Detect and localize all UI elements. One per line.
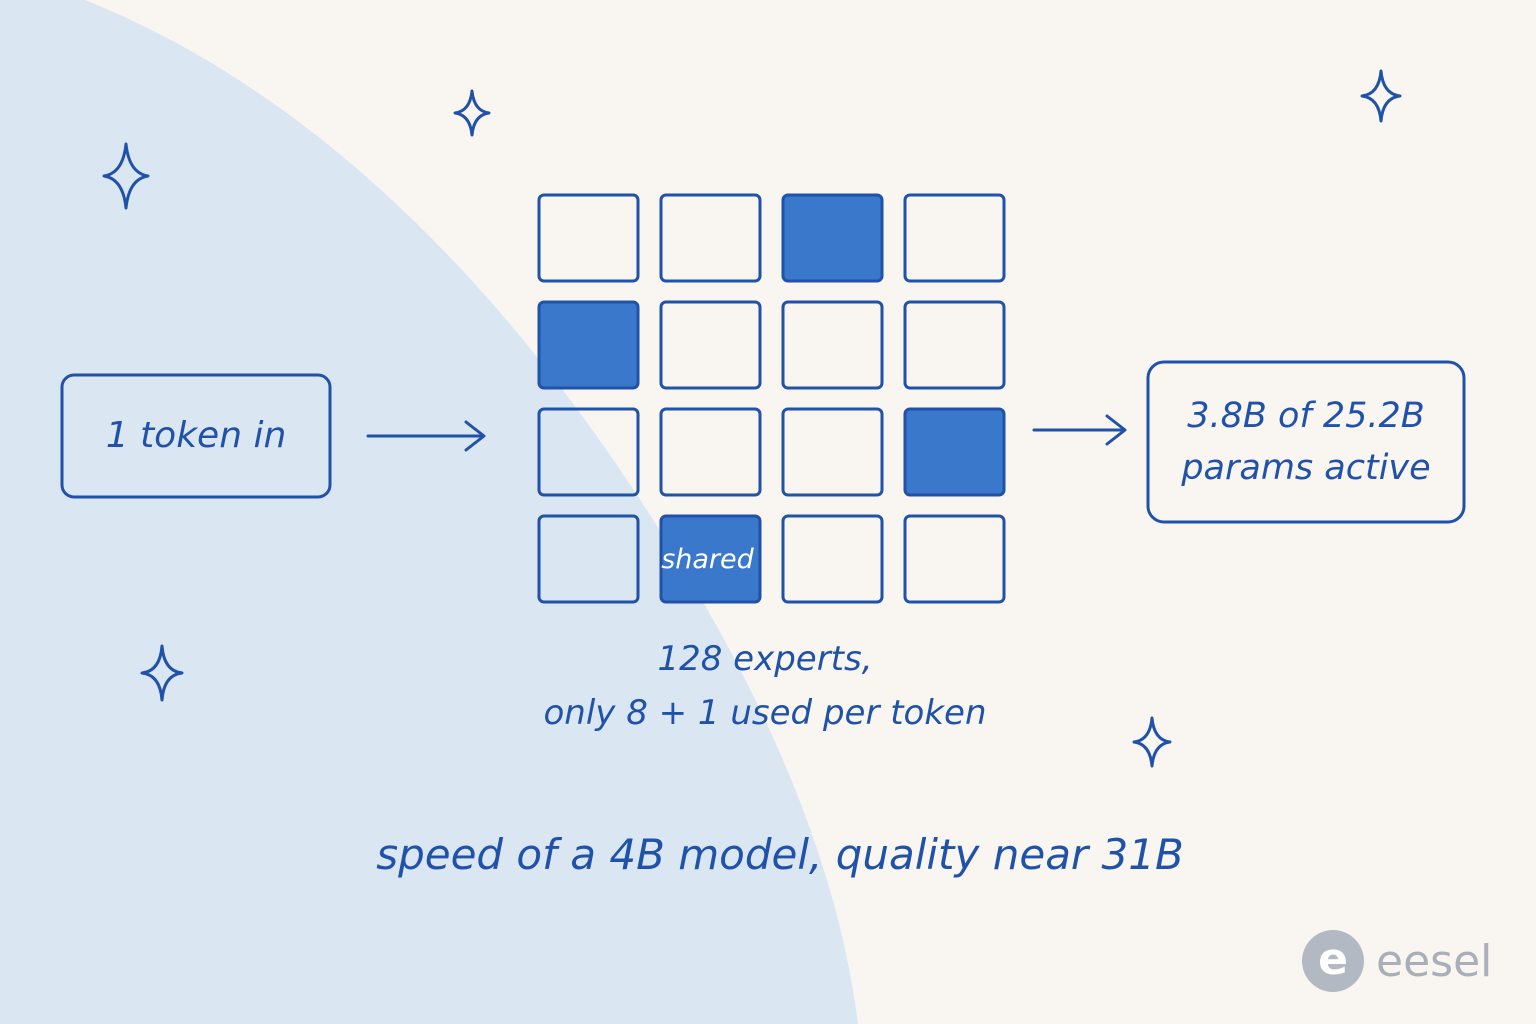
sparkle-icon [1360, 69, 1402, 123]
tagline: speed of a 4B model, quality near 31B [376, 830, 1184, 879]
output-line-2: params active [1181, 448, 1431, 488]
arrow-icon [1032, 414, 1127, 446]
expert-cell [659, 193, 762, 283]
expert-cell [903, 300, 1006, 390]
sparkle-icon [102, 142, 150, 210]
expert-cell [537, 514, 640, 604]
expert-cell [781, 300, 884, 390]
sparkle-icon [453, 89, 491, 137]
experts-caption-line-2: only 8 + 1 used per token [543, 693, 987, 733]
brand-logo: e eesel [1302, 930, 1492, 992]
background-blob [0, 0, 858, 1024]
experts-caption: 128 experts, only 8 + 1 used per token [500, 632, 1030, 740]
expert-cell [537, 193, 640, 283]
sparkle-icon [140, 644, 184, 702]
output-label: 3.8B of 25.2B params active [1148, 362, 1464, 522]
output-line-1: 3.8B of 25.2B [1187, 396, 1425, 436]
brand-name: eesel [1376, 935, 1493, 987]
brand-mark-icon: e [1302, 930, 1364, 992]
expert-cell-active [781, 193, 884, 283]
expert-cell [781, 514, 884, 604]
output-box [1146, 360, 1466, 524]
arrow-icon [366, 420, 486, 452]
input-box [60, 373, 332, 499]
brand-mark-letter: e [1318, 934, 1348, 985]
expert-cell [659, 300, 762, 390]
shared-expert-label: shared [661, 544, 754, 575]
expert-cell-shared [659, 514, 762, 604]
expert-cell [659, 407, 762, 497]
expert-cell [781, 407, 884, 497]
expert-cell [903, 193, 1006, 283]
sparkle-icon [1132, 716, 1172, 768]
input-label: 1 token in [105, 415, 287, 456]
expert-cell [903, 514, 1006, 604]
expert-cell [537, 407, 640, 497]
experts-caption-line-1: 128 experts, [657, 639, 873, 679]
expert-cell-active [537, 300, 640, 390]
expert-cell-active [903, 407, 1006, 497]
expert-grid [537, 193, 1006, 604]
